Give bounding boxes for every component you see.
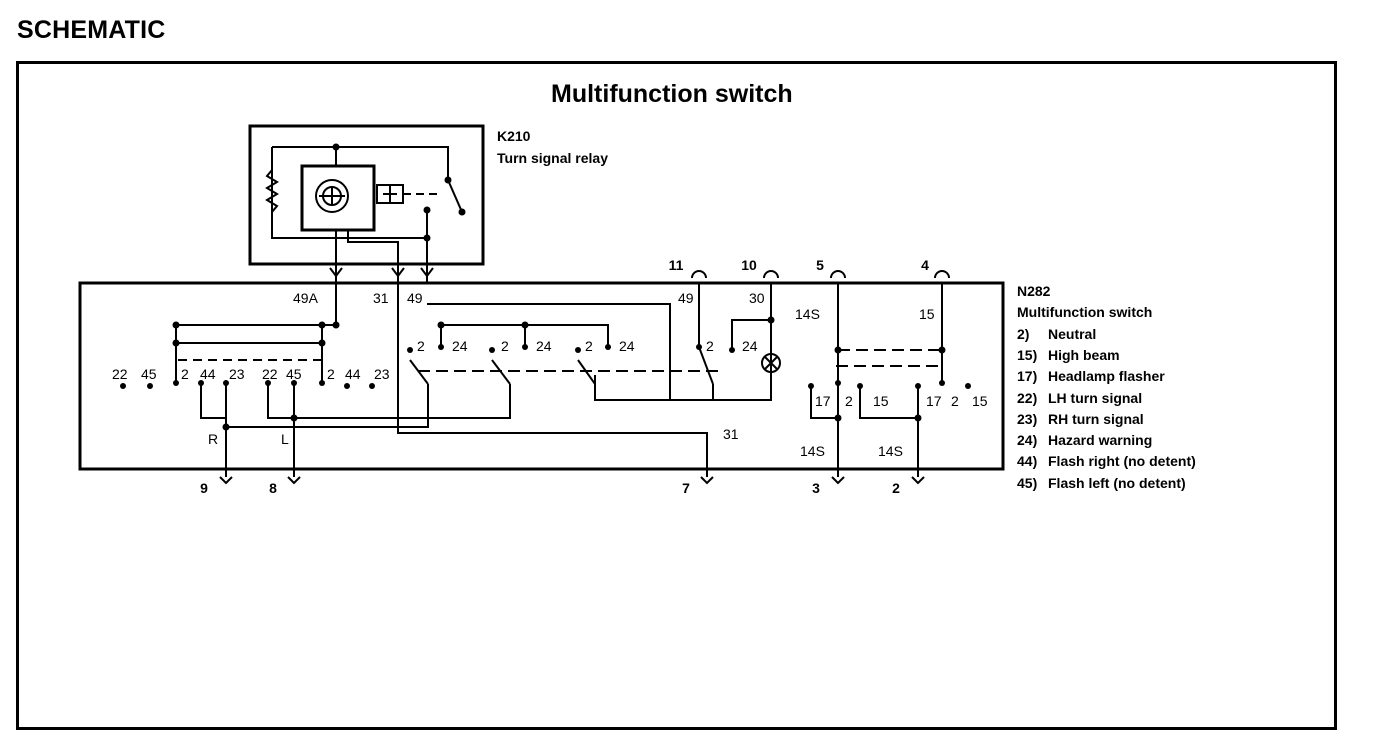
position-label: 22: [112, 366, 128, 382]
legend-code: 22): [1017, 390, 1037, 406]
position-label: 24: [536, 338, 552, 354]
switch-name: Multifunction switch: [1017, 304, 1152, 320]
indicator-lamp-symbol: [761, 353, 781, 373]
wire-label: 31: [723, 426, 739, 442]
wire-label: 14S: [800, 443, 825, 459]
position-label: 24: [452, 338, 468, 354]
position-label: 2: [845, 393, 853, 409]
legend-text: High beam: [1048, 347, 1120, 363]
position-label: 24: [742, 338, 758, 354]
wire-label: 14S: [878, 443, 903, 459]
diagram-frame: [16, 61, 1337, 730]
position-label: 23: [229, 366, 245, 382]
connector-label: 8: [269, 480, 277, 496]
position-label: 2: [585, 338, 593, 354]
legend-code: 23): [1017, 411, 1037, 427]
position-label: 24: [619, 338, 635, 354]
connector-label: 9: [200, 480, 208, 496]
wire-label: 30: [749, 290, 765, 306]
legend-code: 17): [1017, 368, 1037, 384]
position-label: 44: [345, 366, 361, 382]
flasher-unit-symbol: [315, 179, 349, 213]
wire-label: R: [208, 431, 218, 447]
legend-code: 44): [1017, 453, 1037, 469]
wire-label: 15: [919, 306, 935, 322]
position-label: 2: [951, 393, 959, 409]
wire-label: L: [281, 431, 289, 447]
switch-id: N282: [1017, 283, 1051, 299]
connector-label: 2: [892, 480, 900, 496]
legend-text: Hazard warning: [1048, 432, 1152, 448]
page-title: SCHEMATIC: [17, 16, 166, 44]
wire-label: 49: [407, 290, 423, 306]
legend-text: LH turn signal: [1048, 390, 1142, 406]
legend-text: RH turn signal: [1048, 411, 1144, 427]
legend: 2) Neutral 15) High beam 17) Headlamp flash…: [1017, 326, 1196, 491]
connector-label: 3: [812, 480, 820, 496]
relay-coil-box: [300, 164, 376, 232]
position-label: 2: [327, 366, 335, 382]
diagram-title: Multifunction switch: [551, 80, 793, 108]
wire-label: 49A: [293, 290, 319, 306]
position-label: 2: [501, 338, 509, 354]
connector-label: 11: [669, 257, 684, 273]
wire-label: 31: [373, 290, 389, 306]
relay-box: [248, 124, 485, 266]
connector-label: 5: [816, 257, 824, 273]
connector-label: 7: [682, 480, 690, 496]
position-label: 17: [815, 393, 831, 409]
legend-code: 45): [1017, 475, 1037, 491]
relay-id: K210: [497, 128, 531, 144]
legend-code: 24): [1017, 432, 1037, 448]
position-label: 17: [926, 393, 942, 409]
position-label: 2: [181, 366, 189, 382]
position-label: 23: [374, 366, 390, 382]
position-label: 2: [417, 338, 425, 354]
legend-text: Flash right (no detent): [1048, 453, 1196, 469]
legend-code: 15): [1017, 347, 1037, 363]
relay-name: Turn signal relay: [497, 150, 608, 166]
position-label: 2: [706, 338, 714, 354]
legend-text: Headlamp flasher: [1048, 368, 1165, 384]
position-label: 15: [873, 393, 889, 409]
position-label: 22: [262, 366, 278, 382]
wire-label: 49: [678, 290, 694, 306]
connector-label: 4: [921, 257, 929, 273]
position-label: 44: [200, 366, 216, 382]
wire-label: 14S: [795, 306, 820, 322]
position-label: 15: [972, 393, 988, 409]
legend-code: 2): [1017, 326, 1029, 342]
legend-text: Flash left (no detent): [1048, 475, 1186, 491]
legend-text: Neutral: [1048, 326, 1096, 342]
position-label: 45: [286, 366, 302, 382]
connector-label: 10: [741, 257, 757, 273]
position-label: 45: [141, 366, 157, 382]
switch-box: [78, 281, 1005, 471]
